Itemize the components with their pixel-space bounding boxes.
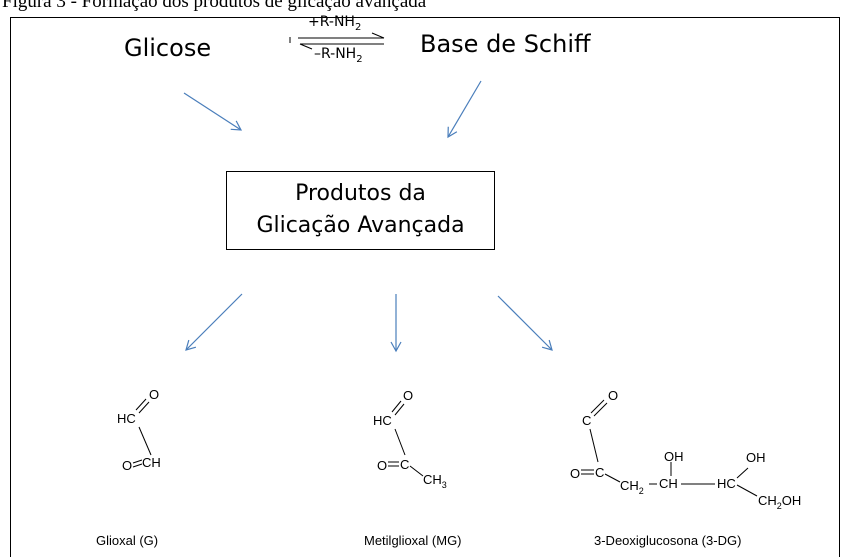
- chem-atom-text: CH: [620, 478, 639, 493]
- forward-reagent: +R-NH: [308, 14, 355, 30]
- chem-atom: O: [377, 458, 387, 473]
- central-box: Produtos da Glicação Avançada: [226, 171, 495, 250]
- chem-atom: C: [400, 457, 409, 472]
- reverse-reagent-sub: 2: [356, 53, 363, 65]
- chem-sub: 3: [442, 480, 447, 490]
- chem-atom: CH3: [423, 472, 447, 490]
- chem-atom: CH: [659, 476, 678, 491]
- equilibrium-reverse-label: –R-NH2: [314, 46, 363, 65]
- chem-atom: O: [403, 388, 413, 403]
- figure-caption-text: Figura 3 - Formação dos produtos de glic…: [2, 0, 427, 12]
- chem-atom: C: [595, 465, 604, 480]
- arrow-box-to-glioxal: [185, 293, 243, 351]
- reverse-reagent: –R-NH: [314, 46, 357, 62]
- equilibrium-arrows: [289, 32, 385, 50]
- chem-sub: 2: [639, 486, 644, 496]
- arrow-glicose-to-box: [183, 92, 243, 131]
- figure-frame: [10, 17, 840, 557]
- compound-label-metilglioxal: Metilglioxal (MG): [364, 533, 462, 548]
- central-box-line2: Glicação Avançada: [256, 213, 465, 238]
- chem-atom: HC: [373, 413, 392, 428]
- chem-atom: O: [570, 466, 580, 481]
- metilglioxal-structure: HC O O C CH3: [373, 388, 447, 490]
- chem-atom: O: [608, 388, 618, 403]
- chem-atom: HC: [717, 476, 736, 491]
- compound-label-glioxal: Glioxal (G): [96, 533, 159, 548]
- reactant-label: Glicose: [124, 34, 212, 62]
- chem-atom: OH: [664, 449, 684, 464]
- chem-atom: O: [122, 458, 132, 473]
- chem-sub: 2: [777, 501, 782, 511]
- central-box-line1: Produtos da: [295, 181, 426, 206]
- chem-atom: CH: [142, 455, 161, 470]
- chem-atom: HC: [117, 411, 136, 426]
- figure-caption-cut: Figura 3 - Formação dos produtos de glic…: [0, 0, 847, 16]
- arrow-schiff-to-box: [447, 80, 482, 139]
- chem-atom-text: CH: [758, 493, 777, 508]
- arrow-box-to-deoxiglucosona: [497, 295, 553, 351]
- glioxal-structure: HC O O CH: [117, 387, 161, 473]
- chem-atom: OH: [746, 450, 766, 465]
- chem-atom: C: [582, 413, 591, 428]
- product-label: Base de Schiff: [420, 30, 591, 58]
- forward-reagent-sub: 2: [354, 21, 362, 33]
- chem-atom-text: OH: [782, 493, 802, 508]
- equilibrium-forward-label: +R-NH2: [308, 14, 361, 33]
- chem-atom-text: CH: [423, 472, 442, 487]
- compound-label-deoxiglucosona: 3-Deoxiglucosona (3-DG): [594, 533, 742, 548]
- chem-atom: CH2OH: [758, 493, 801, 511]
- deoxiglucosona-structure: O C O C CH2 CH OH HC OH CH2OH: [570, 388, 801, 511]
- chem-atom: CH2: [620, 478, 644, 496]
- chem-atom: O: [149, 387, 159, 402]
